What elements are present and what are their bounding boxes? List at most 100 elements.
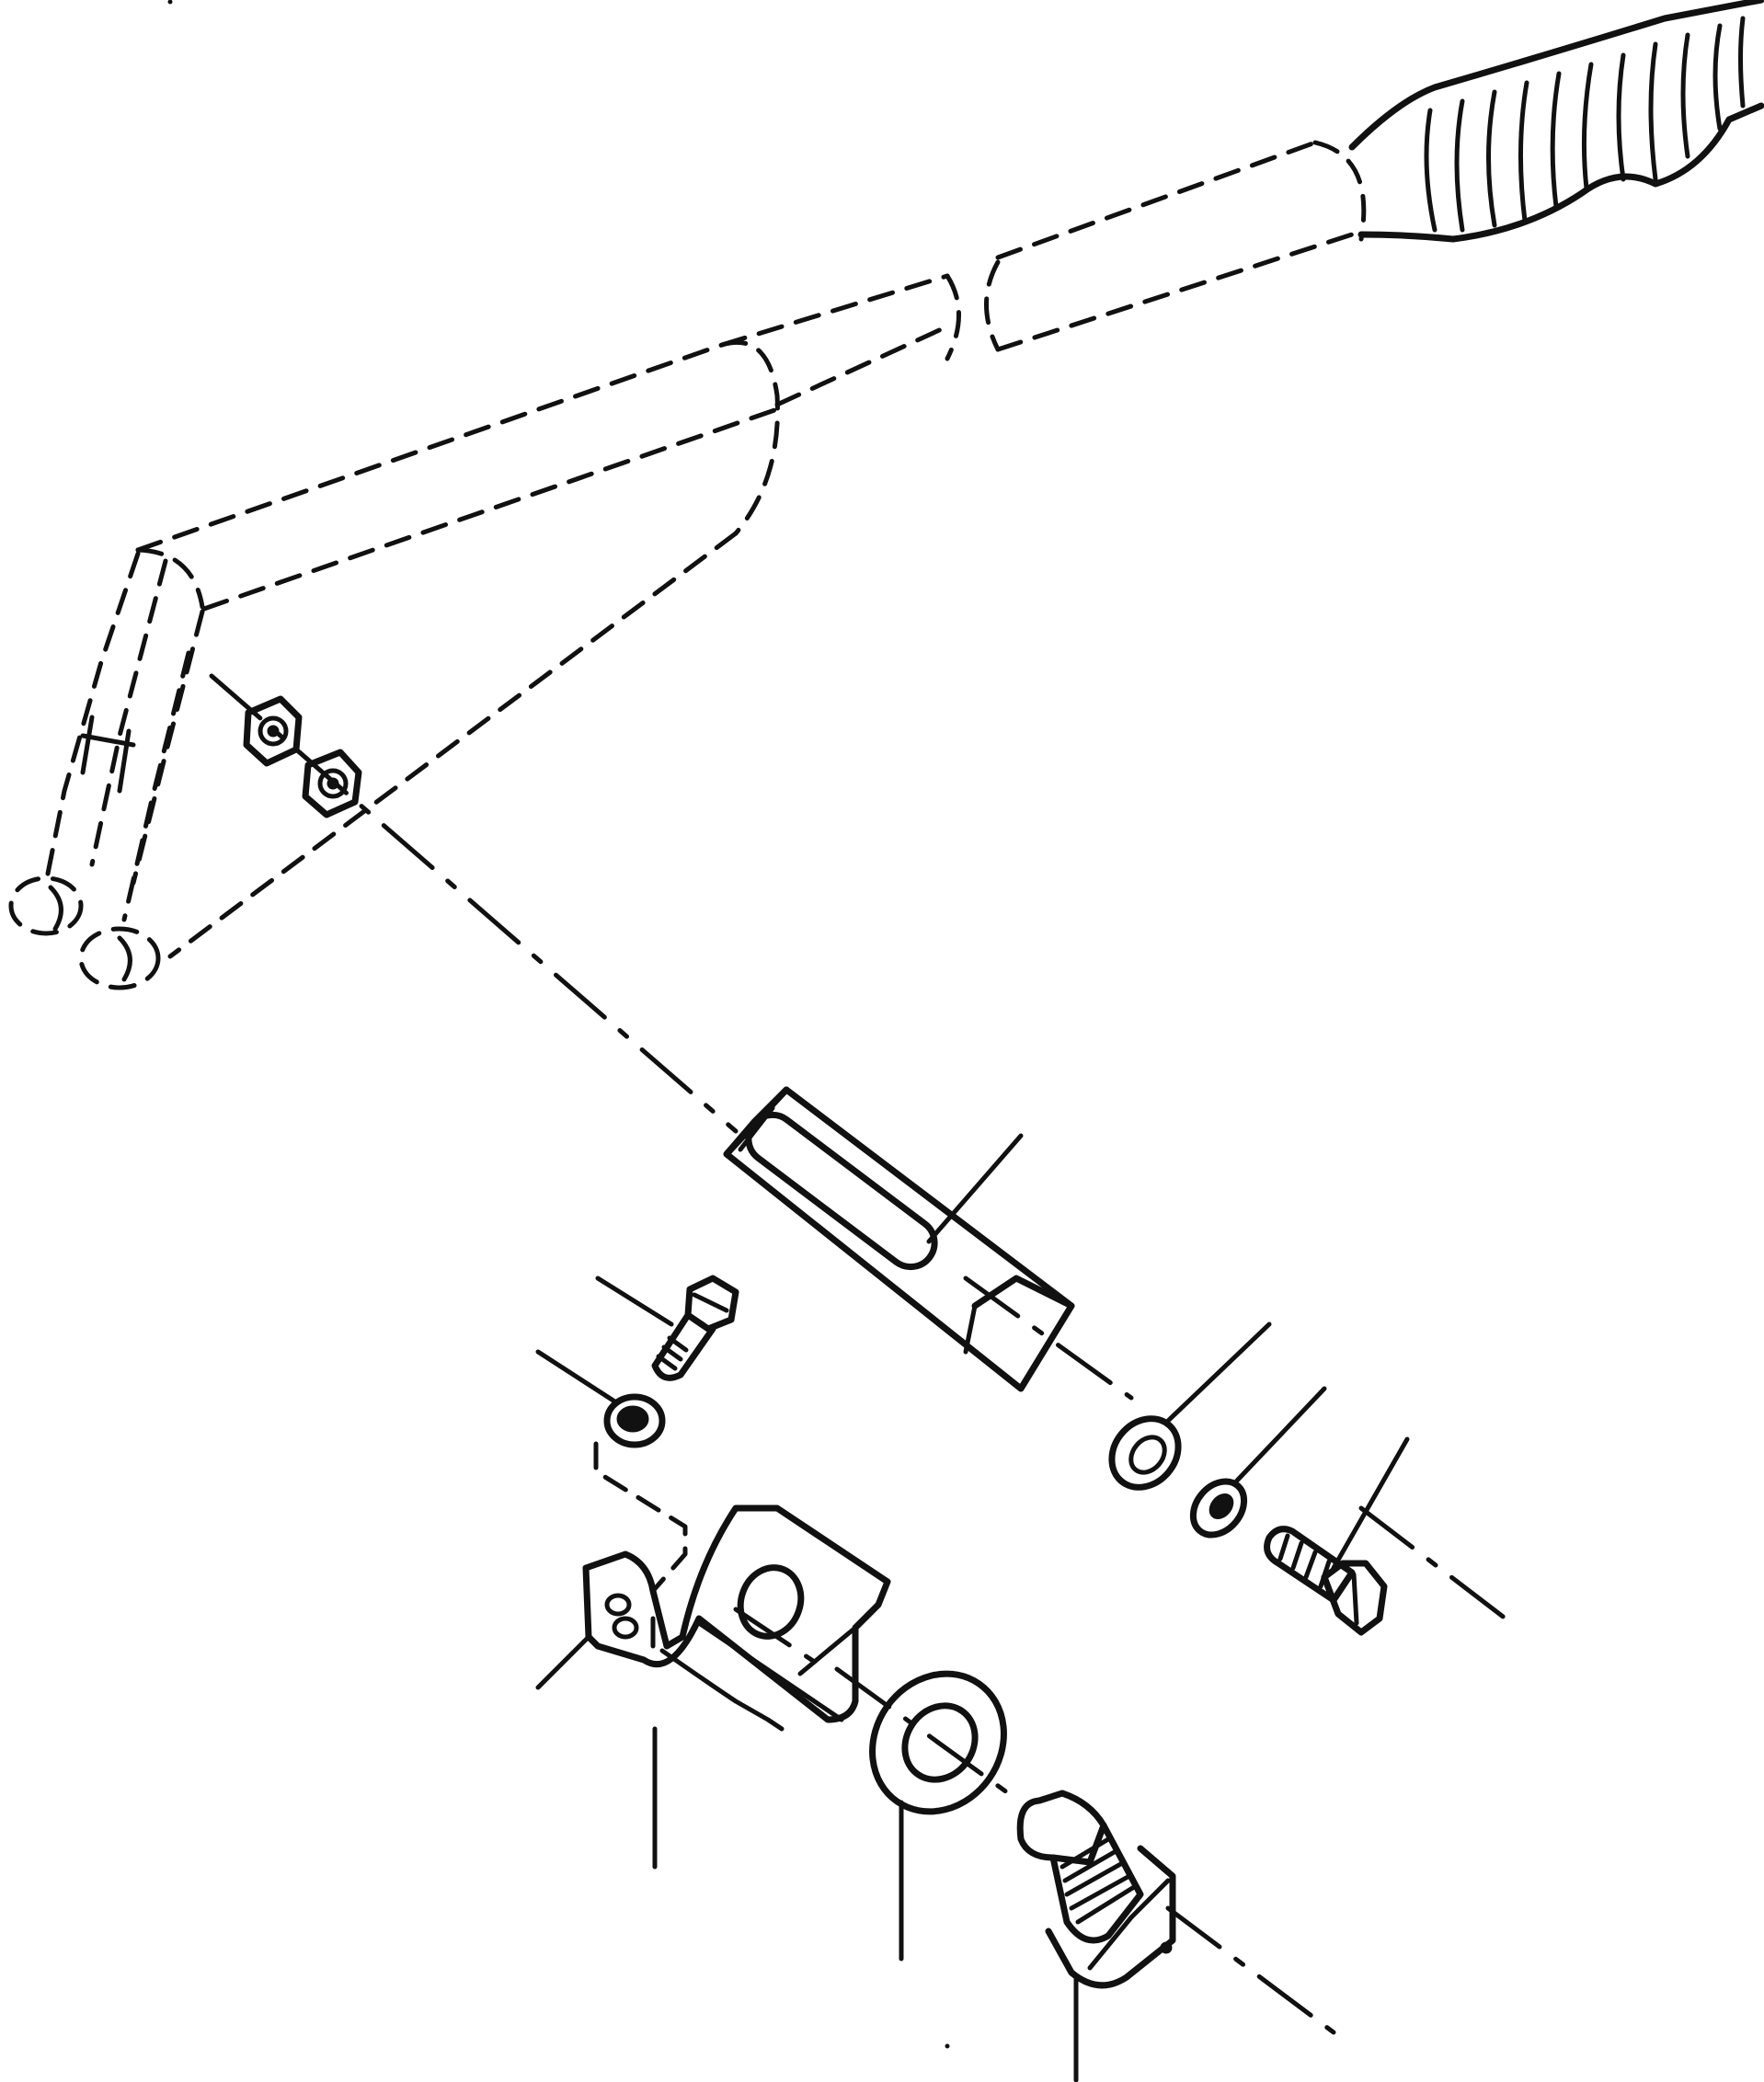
washer-small-outer xyxy=(603,1393,666,1448)
lever-grip xyxy=(1348,0,1764,243)
pivot-left-inner xyxy=(89,558,168,867)
washer-small xyxy=(535,1349,666,1448)
bracket-fold-line xyxy=(659,1648,785,1732)
clevis-eye-right xyxy=(78,926,161,990)
bolt-small-head-face xyxy=(692,1292,729,1313)
bracket-outline xyxy=(582,1504,891,1723)
nut-2-hex xyxy=(302,749,362,818)
shaft-lower-right xyxy=(995,232,1355,352)
washer-flat xyxy=(1108,1321,1272,1491)
grip-rib-11 xyxy=(1738,16,1746,109)
sleeve-step xyxy=(971,1275,1075,1310)
shaft-upper-left xyxy=(719,273,950,348)
grip-rib-6 xyxy=(1581,62,1594,191)
spacer-ring xyxy=(869,1670,1007,1962)
shaft-lower-left xyxy=(774,324,950,407)
bolt-long-shank xyxy=(1264,1526,1356,1604)
shaft-upper-right xyxy=(995,140,1318,260)
shaft-break-right xyxy=(984,259,1001,352)
leader-washer-flat xyxy=(1165,1321,1272,1424)
hand-brake-lever-phantom xyxy=(8,140,1367,990)
sleeve-step-edge xyxy=(963,1303,978,1355)
grip-rib-9 xyxy=(1680,32,1690,159)
sleeve-slotted xyxy=(723,1086,1075,1392)
leader-bolt-small xyxy=(595,1276,674,1327)
switch-plunger xyxy=(1016,1790,1107,1866)
bolt-long-thread xyxy=(1277,1533,1332,1589)
switch-hex-edge xyxy=(1087,1878,1171,1971)
lever-upper-edge xyxy=(135,342,725,553)
nut-1 xyxy=(243,695,303,767)
shaft-break-left xyxy=(945,273,961,361)
bolt-long-head-face xyxy=(1351,1572,1359,1626)
leader-bracket-left xyxy=(535,1634,591,1690)
lever-bend-curve xyxy=(719,339,780,536)
axis-switch-extension xyxy=(1165,1905,1336,2035)
grip-rib-3 xyxy=(1486,89,1497,228)
switch-thread-body xyxy=(1049,1822,1144,1944)
pivot-left-outer xyxy=(43,551,141,886)
lock-washer xyxy=(1189,1386,1327,1539)
sleeve-slot xyxy=(745,1111,938,1271)
grip-collar xyxy=(1312,140,1367,242)
nut-1-hole-fill xyxy=(267,725,280,738)
stray-dot xyxy=(945,2043,950,2049)
bracket-large-hole xyxy=(737,1564,805,1640)
bolt-long-head xyxy=(1321,1560,1388,1636)
axis-sleeve-to-washers xyxy=(963,1276,1134,1401)
axis-bracket-dogleg xyxy=(593,1441,688,1594)
nut-1-hex xyxy=(243,695,303,767)
switch-thread-lines xyxy=(1060,1836,1137,1925)
grip-rib-10 xyxy=(1712,23,1723,132)
leader-sleeve xyxy=(926,1133,1024,1244)
bracket-corner-edge xyxy=(797,1625,858,1676)
grip-rib-8 xyxy=(1648,41,1658,182)
lever-mid-edge xyxy=(201,406,780,612)
clevis-eye-right-inner xyxy=(117,935,132,982)
bolt-long xyxy=(1264,1436,1410,1636)
spacer-ring-outer xyxy=(869,1670,1007,1815)
mounting-bracket xyxy=(535,1504,891,1870)
grip-rib-5 xyxy=(1550,71,1562,210)
pivot-top-curve xyxy=(135,547,205,610)
leader-lock-washer xyxy=(1234,1386,1327,1483)
clevis-eye-left xyxy=(8,875,84,936)
axis-bracket-to-switch xyxy=(834,1666,1024,1805)
bracket-lower-edge xyxy=(696,1620,844,1722)
bracket-small-hole-2 xyxy=(612,1616,639,1640)
washer-flat-inner xyxy=(1128,1435,1167,1475)
axis-nuts-to-sleeve xyxy=(209,673,739,1134)
bolt-small-thread xyxy=(656,1335,689,1371)
assembly-axes xyxy=(209,673,1520,2035)
grip-bottom-edge xyxy=(1357,102,1764,243)
pivot-right-outer xyxy=(121,650,191,922)
lock-washer-outer xyxy=(1189,1478,1248,1539)
grip-rib-4 xyxy=(1518,80,1529,223)
grip-top-edge xyxy=(1348,0,1764,151)
washer-flat-outer xyxy=(1108,1415,1182,1491)
bracket-small-hole-1 xyxy=(604,1593,632,1617)
bolt-small-shank xyxy=(651,1311,716,1381)
switch-hex-nut xyxy=(1045,1845,1176,1989)
lock-washer-inner xyxy=(1208,1493,1234,1519)
bolt-small xyxy=(595,1275,739,1381)
leader-bolt-long xyxy=(1331,1436,1410,1571)
washer-small-inner xyxy=(616,1405,649,1433)
lever-lower-edge xyxy=(167,531,739,959)
nut-2-hole xyxy=(317,768,349,799)
switch-terminal xyxy=(1160,1941,1173,1954)
pivot-pin-mark-2 xyxy=(80,715,95,775)
nut-1-hole xyxy=(258,715,289,747)
axis-bolt-extension xyxy=(1358,1505,1520,1630)
stray-dot-top xyxy=(167,0,173,5)
pivot-pin-mark-3 xyxy=(117,728,132,794)
nut-2 xyxy=(302,749,362,818)
brake-light-switch xyxy=(1016,1790,1176,2082)
nut-2-hole-fill xyxy=(326,777,339,790)
clevis-eye-left-inner xyxy=(48,885,63,932)
grip-rib-7 xyxy=(1616,52,1626,182)
leader-washer-small xyxy=(535,1349,619,1405)
spacer-ring-inner xyxy=(901,1702,979,1783)
